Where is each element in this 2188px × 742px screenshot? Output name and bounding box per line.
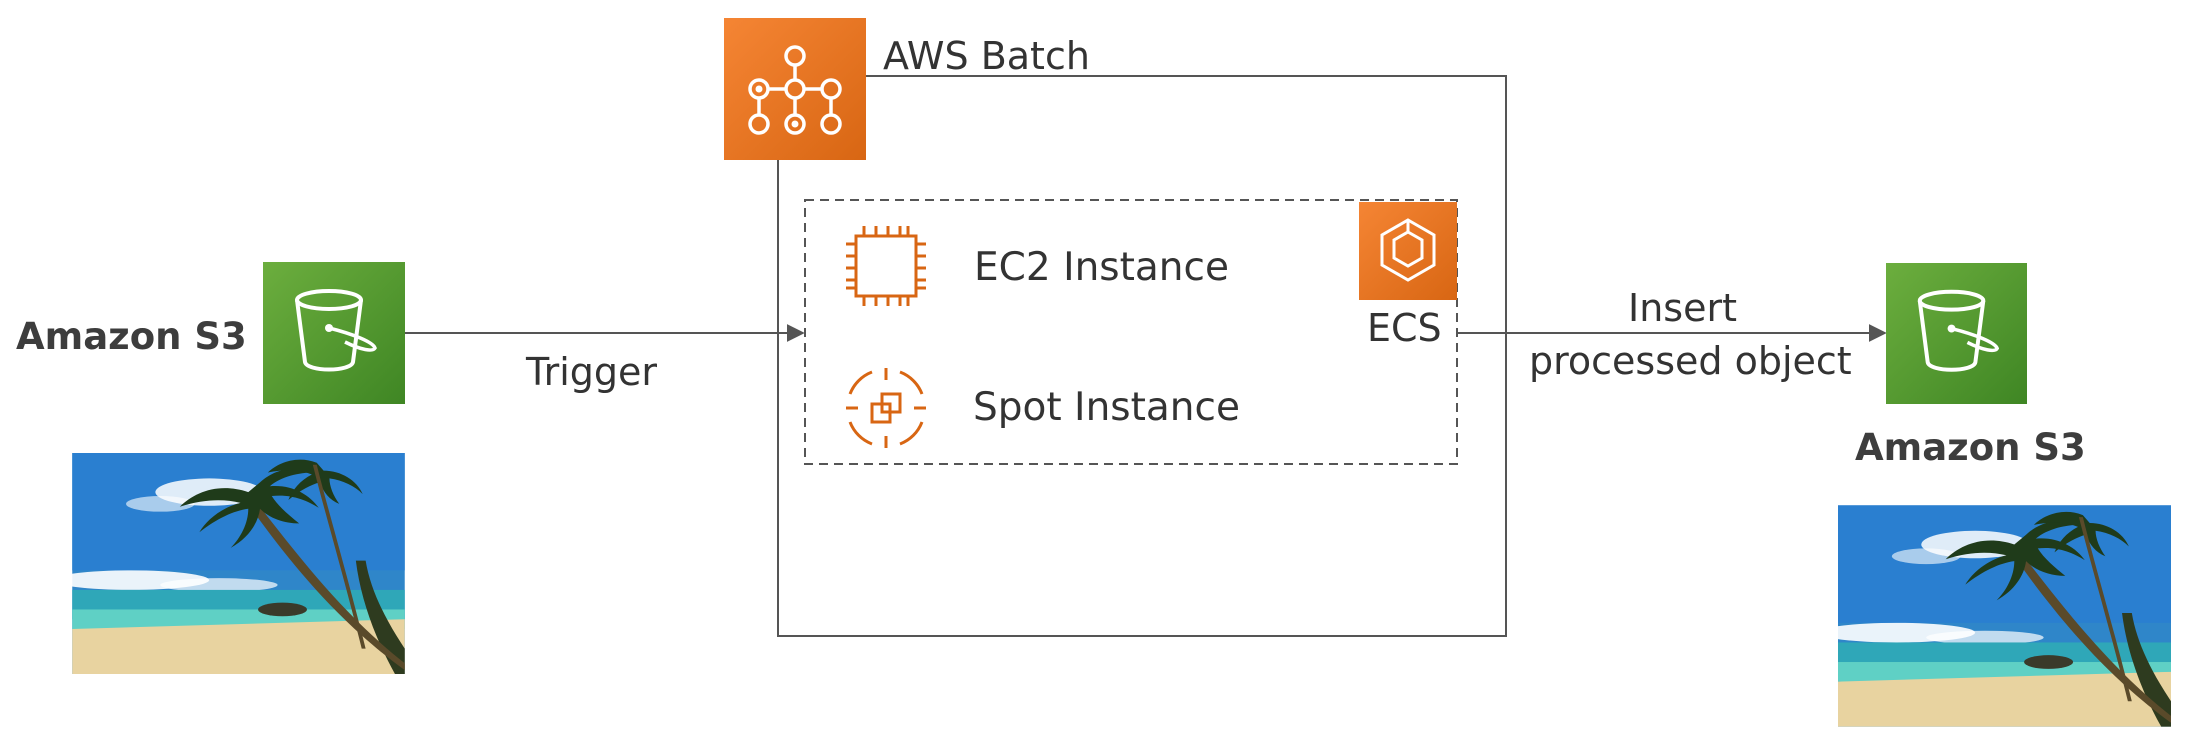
source-s3-bucket-icon <box>263 262 405 404</box>
source-beach-photo <box>72 453 405 674</box>
target-s3-label: Amazon S3 <box>1855 426 2086 469</box>
spot-instance-icon <box>846 368 926 448</box>
insert-label-line1: Insert <box>1628 286 1737 330</box>
aws-batch-icon <box>724 18 866 160</box>
trigger-label: Trigger <box>526 350 658 394</box>
batch-label: AWS Batch <box>883 34 1090 78</box>
insert-label-line2: processed object <box>1529 339 1852 383</box>
spot-instance-label: Spot Instance <box>973 385 1240 430</box>
ecs-icon <box>1359 202 1457 300</box>
ecs-label: ECS <box>1367 306 1442 350</box>
aws-batch-container <box>777 75 1507 637</box>
target-s3-bucket-icon <box>1886 263 2027 404</box>
ec2-chip-icon <box>846 226 926 306</box>
source-s3-label: Amazon S3 <box>16 315 247 358</box>
target-beach-photo <box>1838 505 2171 727</box>
ec2-instance-label: EC2 Instance <box>974 245 1229 290</box>
